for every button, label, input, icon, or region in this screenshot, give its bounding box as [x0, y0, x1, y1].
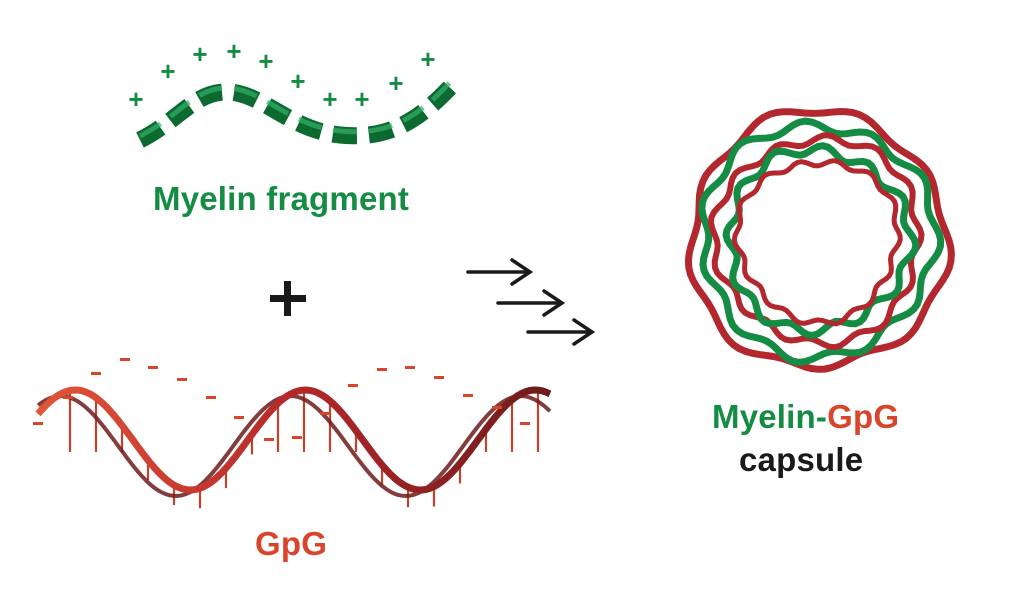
minus-charge-icon — [463, 394, 473, 397]
arrow-icon — [496, 289, 566, 317]
minus-charge-icon — [206, 396, 216, 399]
reaction-arrows — [466, 258, 596, 346]
positive-charges: + + + + + + + + + + — [128, 36, 435, 114]
plus-charge-icon: + — [354, 84, 369, 114]
minus-charge-icon — [63, 396, 73, 399]
gpg-helix — [33, 358, 552, 509]
plus-charge-icon: + — [420, 44, 435, 74]
myelin-ring — [698, 117, 945, 366]
gpg-ring — [707, 132, 925, 351]
plus-sign — [270, 281, 306, 316]
plus-charge-icon: + — [226, 36, 241, 66]
myelin-fragment-strand — [136, 76, 462, 148]
plus-charge-icon: + — [290, 66, 305, 96]
minus-charge-icon — [91, 372, 101, 375]
capsule-label-gpg: GpG — [827, 398, 900, 435]
myelin-fragment-label: Myelin fragment — [153, 180, 410, 217]
minus-charge-icon — [264, 438, 274, 441]
myelin-gpg-capsule — [684, 108, 955, 373]
gpg-ring — [684, 108, 955, 373]
minus-charge-icon — [520, 422, 530, 425]
minus-charge-icon — [33, 422, 43, 425]
gpg-ring — [731, 158, 903, 327]
arrow-icon — [466, 258, 534, 286]
gpg-label: GpG — [255, 525, 328, 562]
capsule-label-line1: Myelin-GpG — [712, 398, 899, 436]
minus-charge-icon — [292, 436, 302, 439]
minus-charge-icon — [234, 416, 244, 419]
capsule-label-line2: capsule — [739, 441, 864, 478]
negative-charges — [33, 358, 530, 441]
plus-charge-icon: + — [258, 46, 273, 76]
plus-charge-icon: + — [322, 84, 337, 114]
capsule-label-myelin: Myelin- — [712, 398, 828, 435]
minus-charge-icon — [377, 368, 387, 371]
minus-charge-icon — [405, 366, 415, 369]
minus-charge-icon — [492, 406, 502, 409]
minus-charge-icon — [320, 412, 330, 415]
plus-charge-icon: + — [128, 84, 143, 114]
minus-charge-icon — [177, 378, 187, 381]
plus-charge-icon: + — [388, 68, 403, 98]
minus-charge-icon — [120, 358, 130, 361]
minus-charge-icon — [434, 376, 444, 379]
plus-charge-icon: + — [192, 39, 207, 69]
myelin-ring — [722, 142, 920, 339]
minus-charge-icon — [148, 366, 158, 369]
minus-charge-icon — [348, 384, 358, 387]
arrow-icon — [526, 318, 596, 346]
plus-charge-icon: + — [160, 56, 175, 86]
